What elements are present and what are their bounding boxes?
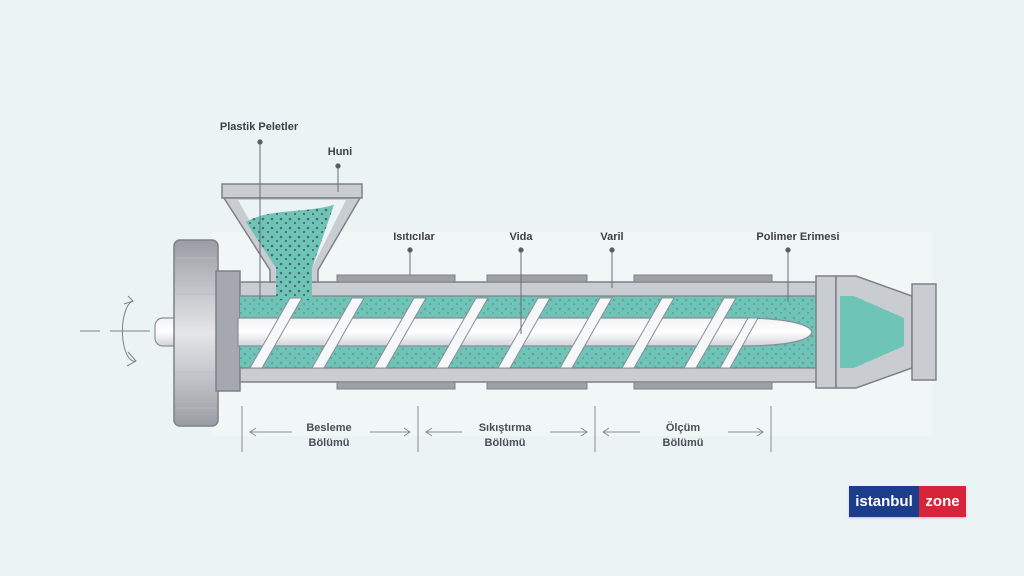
drive-wheel (173, 239, 241, 427)
logo-part-istanbul: istanbul (849, 486, 919, 517)
label-heaters: Isıtıcılar (393, 231, 435, 243)
zone-markers (241, 406, 772, 452)
label-hopper: Huni (328, 146, 352, 158)
label-screw: Vida (509, 231, 533, 243)
zone-feed-line1: Besleme (306, 422, 351, 434)
zone-feed-line2: Bölümü (309, 437, 350, 449)
heater-bands (336, 274, 773, 390)
rotation-arrow-icon (80, 295, 150, 367)
zone-compression-line2: Bölümü (485, 437, 526, 449)
callout-lines (257, 139, 791, 334)
hopper (221, 183, 363, 300)
logo-part-zone: zone (919, 486, 966, 517)
label-plastic-pellets: Plastik Peletler (220, 121, 299, 133)
zone-metering-line1: Ölçüm (666, 421, 700, 434)
zone-metering-line2: Bölümü (663, 437, 704, 449)
brand-logo[interactable]: istanbul zone (849, 486, 966, 517)
label-polymer-melt: Polimer Erimesi (756, 231, 839, 243)
zone-compression-line1: Sıkıştırma (479, 422, 532, 434)
screw-flights (249, 297, 759, 369)
nozzle (815, 275, 937, 389)
label-barrel: Varil (600, 231, 623, 243)
